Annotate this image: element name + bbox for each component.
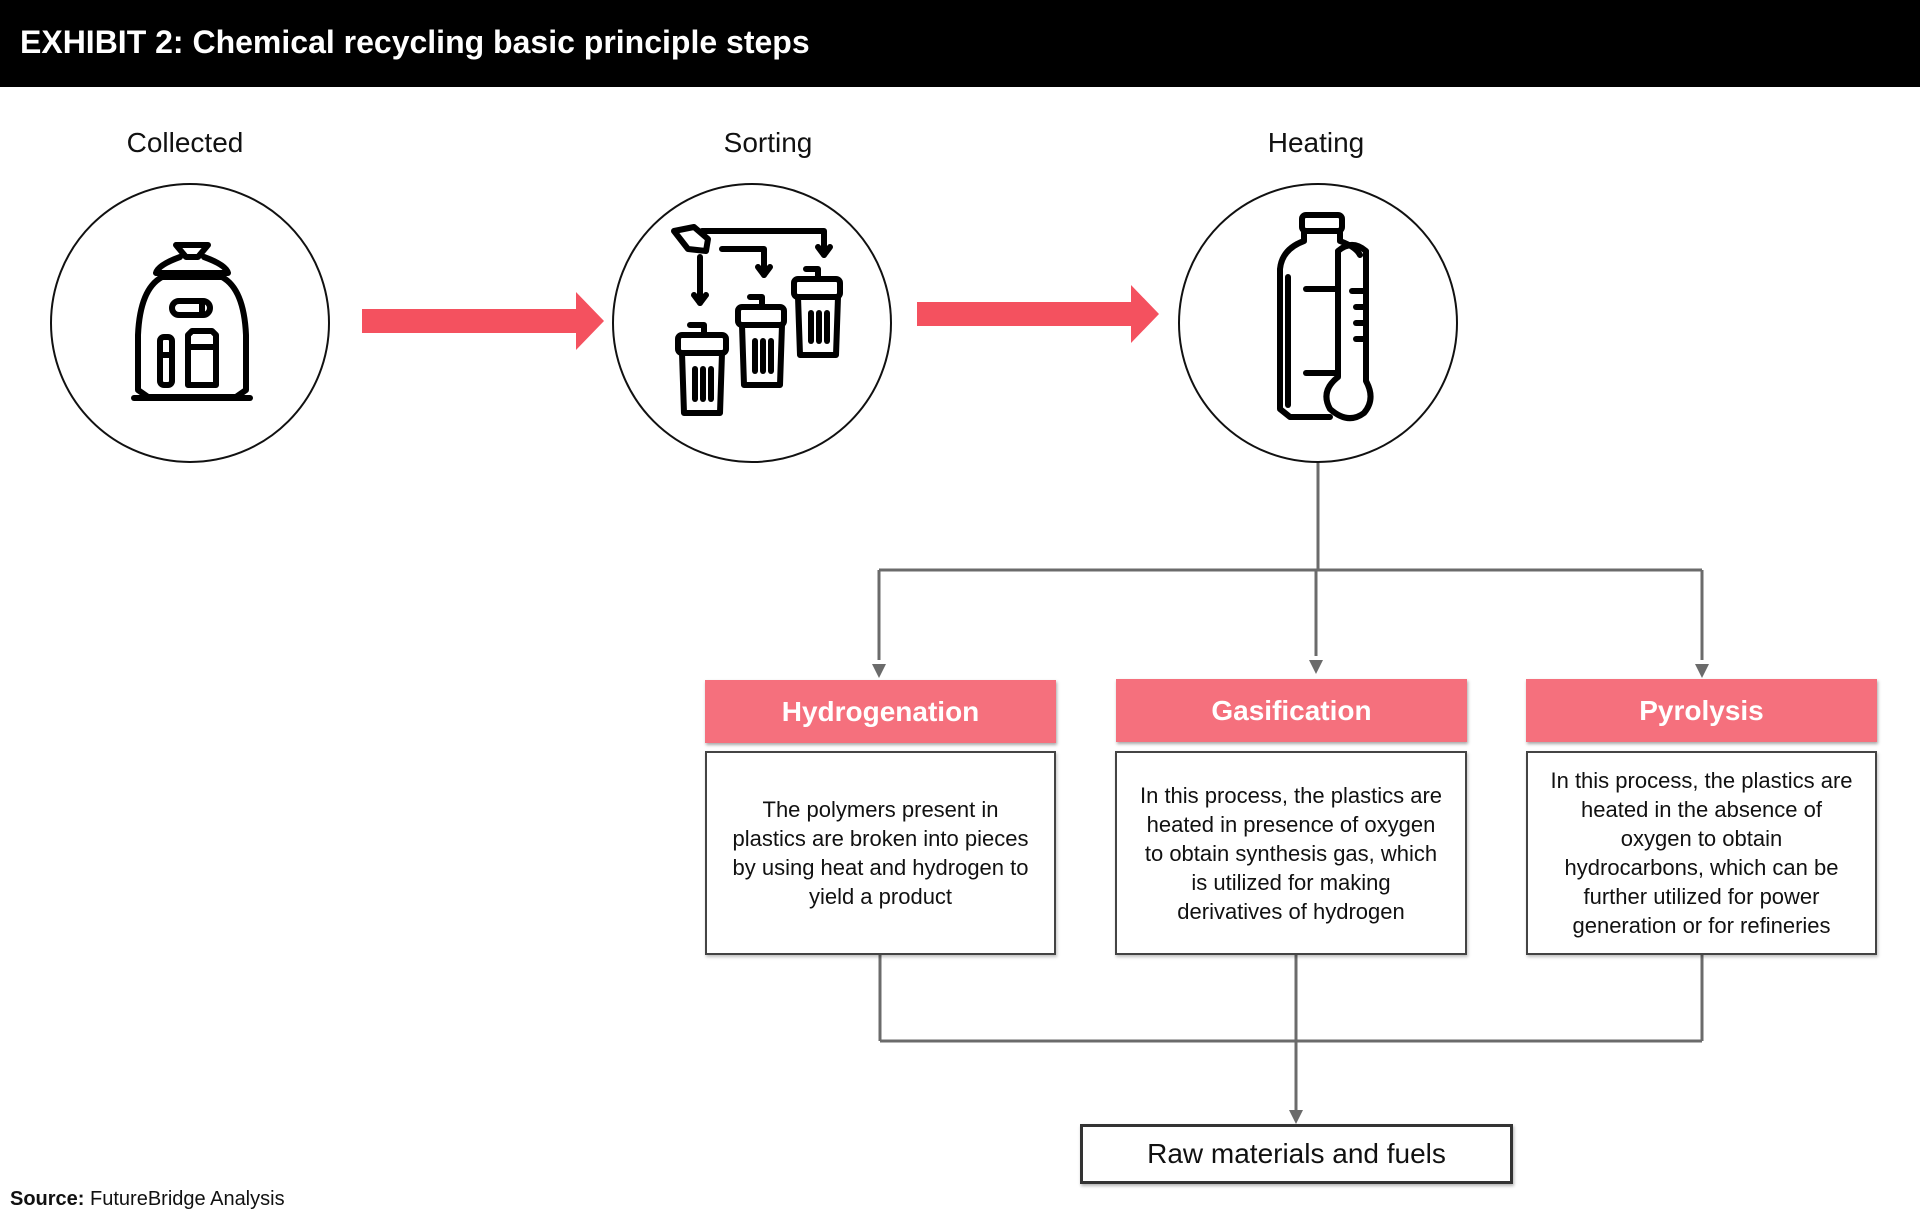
process-title-hydrogenation: Hydrogenation: [705, 680, 1056, 743]
header-bar: EXHIBIT 2: Chemical recycling basic prin…: [0, 0, 1920, 87]
step-label-sorting: Sorting: [723, 127, 813, 158]
garbage-bag-icon: [131, 242, 253, 401]
step-circle-collected: [50, 183, 330, 463]
sorting-bins-icon: [671, 224, 843, 416]
process-title-pyrolysis: Pyrolysis: [1526, 679, 1877, 742]
flow-arrow-sorting-to-heating: [917, 285, 1159, 343]
process-description-gasification: In this process, the plastics are heated…: [1115, 751, 1467, 955]
source-text: FutureBridge Analysis: [90, 1188, 285, 1210]
source-note: Source: FutureBridge Analysis: [10, 1188, 285, 1211]
process-description-pyrolysis: In this process, the plastics are heated…: [1526, 751, 1877, 955]
step-circle-sorting: [612, 183, 892, 463]
step-label-collected: Collected: [126, 127, 244, 158]
page-title: EXHIBIT 2: Chemical recycling basic prin…: [20, 24, 810, 60]
process-title-gasification: Gasification: [1116, 679, 1467, 742]
process-description-hydrogenation: The polymers present in plastics are bro…: [705, 751, 1056, 955]
result-box: Raw materials and fuels: [1080, 1124, 1513, 1184]
flow-arrow-collected-to-sorting: [362, 292, 604, 350]
step-circle-heating: [1178, 183, 1458, 463]
step-label-heating: Heating: [1267, 127, 1365, 158]
bottle-thermometer-icon: [1277, 212, 1374, 422]
source-label: Source:: [10, 1188, 85, 1210]
